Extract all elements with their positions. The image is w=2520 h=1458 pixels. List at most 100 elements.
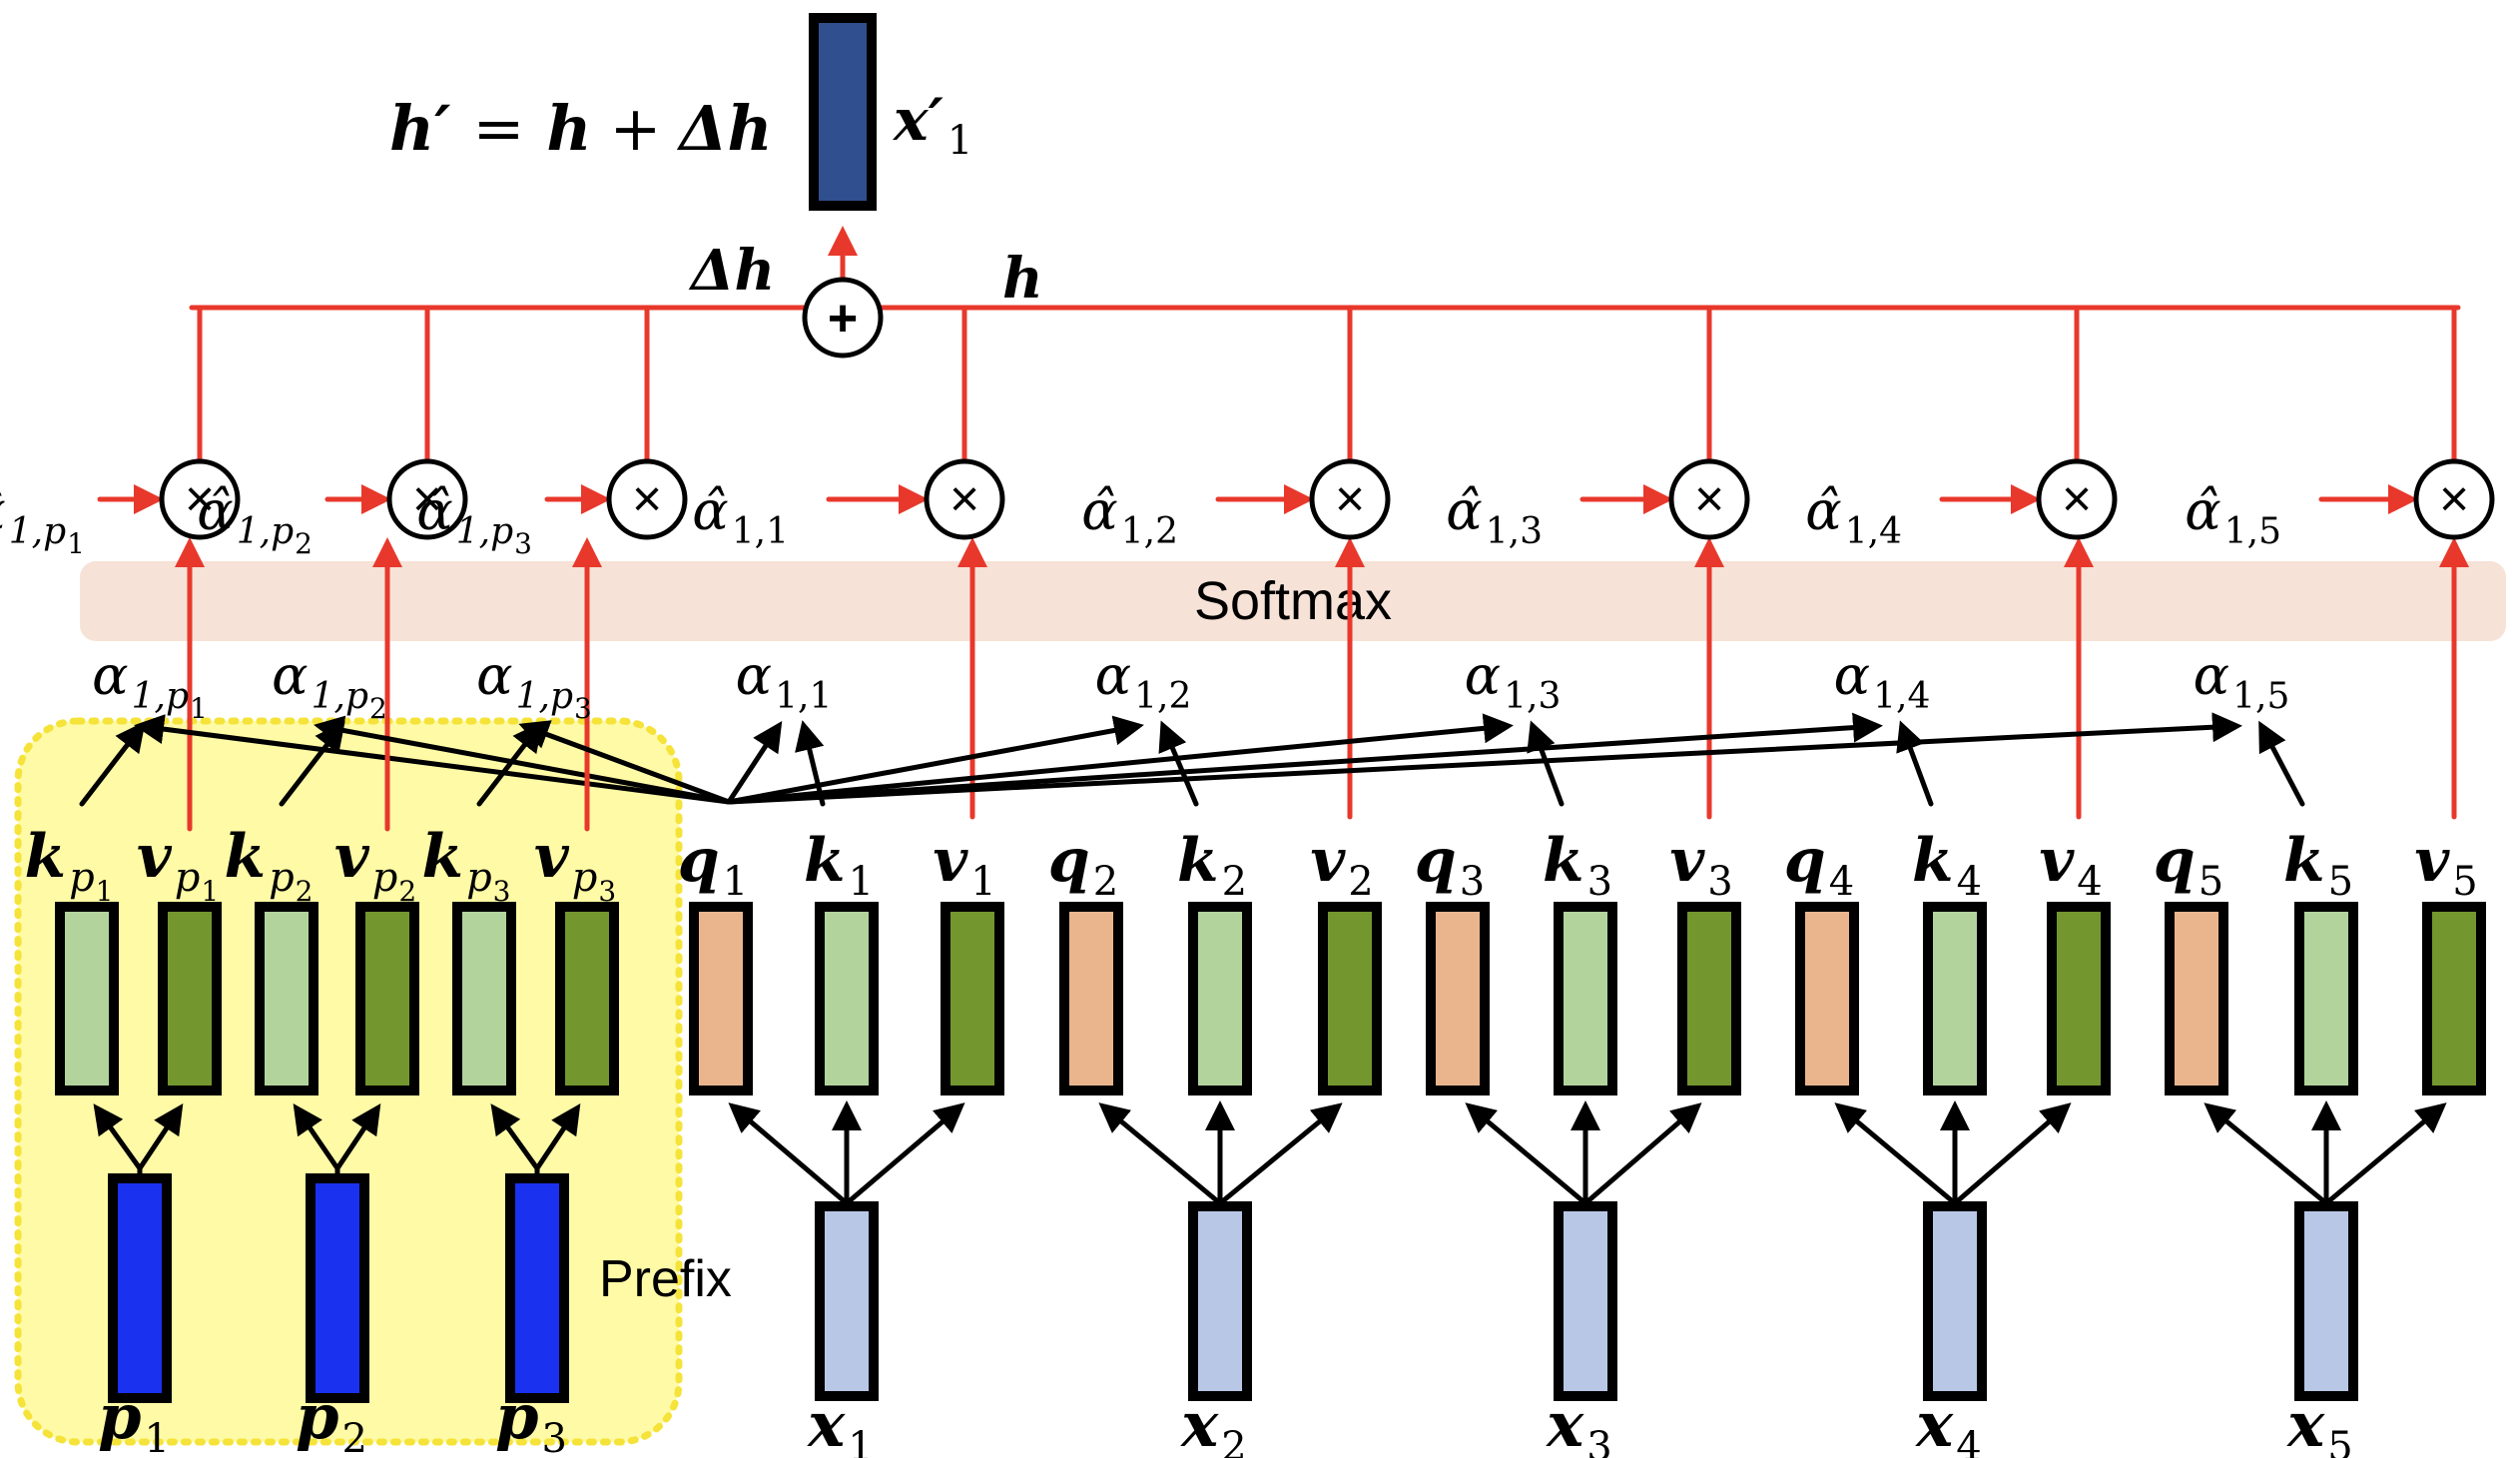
- value-label-p2: vp2: [334, 822, 416, 908]
- value-label-4: v4: [2039, 826, 2102, 905]
- mult-node-p3: [606, 458, 688, 540]
- value-label-3: v3: [1669, 826, 1732, 905]
- alpha-label-p3: α1,p3: [476, 644, 592, 725]
- p-to-value-1: [137, 1103, 184, 1171]
- mult-node-p2-symbol: ×: [412, 470, 442, 528]
- mult-node-3-symbol: ×: [1694, 470, 1724, 528]
- delta-h-label: Δh: [688, 238, 775, 304]
- alphahat-label-4: α̂1,4: [1805, 479, 1902, 552]
- alpha-label-3: α1,3: [1465, 644, 1562, 717]
- key-label-1: k1: [804, 826, 874, 905]
- alpha-label-1: α1,1: [736, 644, 833, 717]
- query-label-4: q4: [1784, 826, 1854, 905]
- key-to-alpha-3: [1527, 720, 1565, 807]
- key-label-p1: kp1: [24, 822, 113, 908]
- token-input-label-5: x5: [2285, 1388, 2352, 1458]
- alpha-label-p1: α1,p1: [92, 644, 208, 725]
- key-box-3: [1554, 902, 1617, 1095]
- sum-node-symbol: +: [828, 290, 858, 348]
- query-to-alpha-5: [726, 712, 2242, 805]
- value-box-p3: [555, 902, 619, 1095]
- query-to-alpha-1: [726, 720, 783, 805]
- token-input-label-3: x3: [1545, 1388, 1611, 1458]
- vector-boxes: [55, 458, 2495, 1403]
- token-input-box-5: [2294, 1201, 2358, 1401]
- x-to-value-5: [2323, 1102, 2447, 1206]
- query-to-alpha-2: [726, 715, 1144, 805]
- mult-node-p1-symbol: ×: [185, 470, 215, 528]
- x-to-value-1: [844, 1102, 965, 1206]
- x-to-query-3: [1465, 1102, 1588, 1206]
- prefix-input-label-1: p1: [98, 1380, 170, 1458]
- token-input-box-1: [815, 1201, 879, 1401]
- key-box-p3: [452, 902, 516, 1095]
- key-label-2: k2: [1177, 826, 1247, 905]
- token-input-label-1: x1: [806, 1388, 873, 1458]
- alpha-label-2: α1,2: [1095, 644, 1192, 717]
- query-box-5: [2165, 902, 2228, 1095]
- token-input-box-2: [1188, 1201, 1252, 1401]
- token-input-label-4: x4: [1914, 1388, 1981, 1458]
- key-box-p2: [255, 902, 318, 1095]
- key-box-4: [1923, 902, 1987, 1095]
- query-to-alpha-p3: [518, 720, 732, 805]
- token-input-label-2: x2: [1179, 1388, 1246, 1458]
- key-to-alpha-4: [1896, 720, 1934, 807]
- query-box-3: [1426, 902, 1490, 1095]
- mult-node-5-symbol: ×: [2439, 470, 2469, 528]
- key-to-alpha-2: [1158, 720, 1199, 807]
- x-to-query-2: [1098, 1102, 1223, 1206]
- prefix-input-box-2: [306, 1173, 369, 1403]
- mult-node-p2: [386, 458, 468, 540]
- mult-node-2: [1309, 458, 1391, 540]
- alpha-label-5: α1,5: [2194, 644, 2290, 717]
- query-label-3: q3: [1415, 826, 1485, 905]
- x-to-query-4: [1834, 1102, 1958, 1206]
- key-label-p3: kp3: [421, 822, 510, 908]
- key-to-alpha-p1: [79, 721, 146, 807]
- x-to-value-3: [1582, 1102, 1702, 1206]
- alphahat-label-3: α̂1,3: [1446, 479, 1543, 552]
- query-to-alpha-p2: [314, 715, 732, 805]
- prefix-input-label-3: p3: [495, 1380, 567, 1458]
- query-label-2: q2: [1048, 826, 1118, 905]
- x-to-value-4: [1952, 1102, 2072, 1206]
- value-box-1: [941, 902, 1004, 1095]
- value-label-5: v5: [2414, 826, 2477, 905]
- value-label-1: v1: [933, 826, 995, 905]
- query-box-1: [689, 902, 753, 1095]
- mult-node-4-symbol: ×: [2062, 470, 2092, 528]
- mult-node-3: [1668, 458, 1750, 540]
- alphahat-label-2: α̂1,2: [1081, 479, 1178, 552]
- softmax-band: [80, 561, 2506, 641]
- update-formula: h′=h+Δh: [389, 92, 773, 165]
- alphahat-label-1: α̂1,1: [692, 479, 789, 552]
- value-box-5: [2422, 902, 2486, 1095]
- softmax-label: Softmax: [1194, 571, 1392, 631]
- prefix-label: Prefix: [599, 1250, 732, 1308]
- value-label-p1: vp1: [137, 822, 219, 908]
- key-label-4: k4: [1912, 826, 1982, 905]
- value-box-p2: [355, 902, 419, 1095]
- value-label-2: v2: [1310, 826, 1373, 905]
- query-to-alpha-3: [726, 713, 1514, 805]
- alphahat-label-5: α̂1,5: [2185, 479, 2281, 552]
- token-input-box-4: [1923, 1201, 1987, 1401]
- prefix-input-box-1: [108, 1173, 172, 1403]
- key-box-p1: [55, 902, 119, 1095]
- query-label-1: q1: [678, 826, 748, 905]
- key-box-5: [2294, 902, 2358, 1095]
- h-label: h: [1002, 246, 1043, 312]
- x-to-query-1: [728, 1102, 850, 1206]
- value-box-3: [1677, 902, 1741, 1095]
- token-input-box-3: [1554, 1201, 1617, 1401]
- mult-node-1: [924, 458, 1005, 540]
- vector-labels: ×α̂1,p1α1,p1kp1vp1p1×α̂1,p2α1,p2kp2vp2p2…: [0, 470, 2478, 1458]
- key-label-p2: kp2: [224, 822, 313, 908]
- key-to-alpha-5: [2258, 720, 2305, 807]
- mult-node-5: [2413, 458, 2495, 540]
- value-box-2: [1318, 902, 1382, 1095]
- alphahat-label-p1: α̂1,p1: [0, 479, 85, 560]
- p-to-key-3: [490, 1103, 540, 1171]
